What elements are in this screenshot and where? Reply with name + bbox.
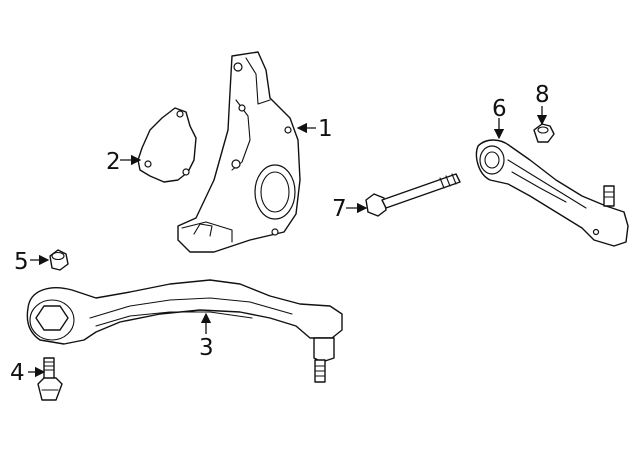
nut-small [49, 249, 69, 271]
callout-8: 8 [535, 82, 550, 108]
callout-5: 5 [14, 249, 29, 275]
callout-7: 7 [332, 196, 347, 222]
callout-3: 3 [199, 335, 214, 361]
upper-control-arm [475, 139, 629, 247]
lower-control-arm [26, 279, 343, 383]
callout-6: 6 [492, 96, 507, 122]
bolt-small [37, 357, 63, 401]
callout-2: 2 [106, 149, 121, 175]
nut-upper [533, 123, 555, 143]
steering-knuckle [177, 51, 301, 253]
callout-4: 4 [10, 360, 25, 386]
bolt-long [365, 173, 461, 217]
dust-shield [137, 107, 197, 183]
callout-1: 1 [318, 116, 333, 142]
